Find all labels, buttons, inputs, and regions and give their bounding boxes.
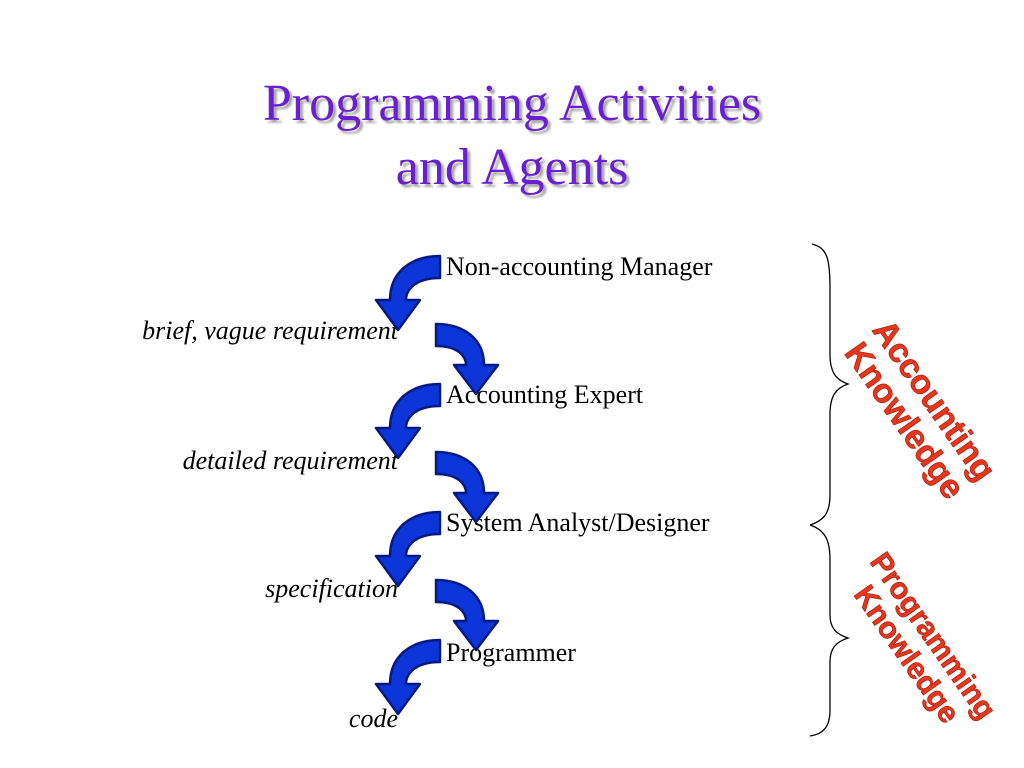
artifact-brief-vague-requirement: brief, vague requirement (142, 316, 398, 345)
curved-arrow-down-left-icon (374, 254, 442, 332)
accounting-brace (809, 243, 851, 526)
programming-knowledge-label: Programming Knowledge (847, 546, 1003, 729)
title-line-2: and Agents (395, 139, 629, 196)
curved-arrow-down-right-icon (434, 322, 500, 396)
curved-arrow-down-left-icon (374, 510, 442, 588)
curved-arrow-down-right-icon (434, 578, 500, 652)
title-line-1: Programming Activities (262, 75, 762, 132)
agent-programmer: Programmer (446, 638, 576, 667)
agent-non-accounting-manager: Non-accounting Manager (446, 252, 713, 281)
agent-system-analyst-designer: System Analyst/Designer (446, 508, 710, 537)
curved-arrow-down-right-icon (434, 450, 500, 524)
curved-arrow-down-left-icon (374, 382, 442, 460)
artifact-detailed-requirement: detailed requirement (182, 446, 398, 475)
slide-title: Programming Activities and Agents (0, 72, 1024, 200)
artifact-specification: specification (265, 574, 398, 603)
programming-brace (809, 524, 851, 737)
accounting-knowledge-label: Accounting Knowledge (837, 312, 1004, 506)
curved-arrow-down-left-icon (374, 638, 442, 716)
artifact-code: code (348, 704, 398, 733)
